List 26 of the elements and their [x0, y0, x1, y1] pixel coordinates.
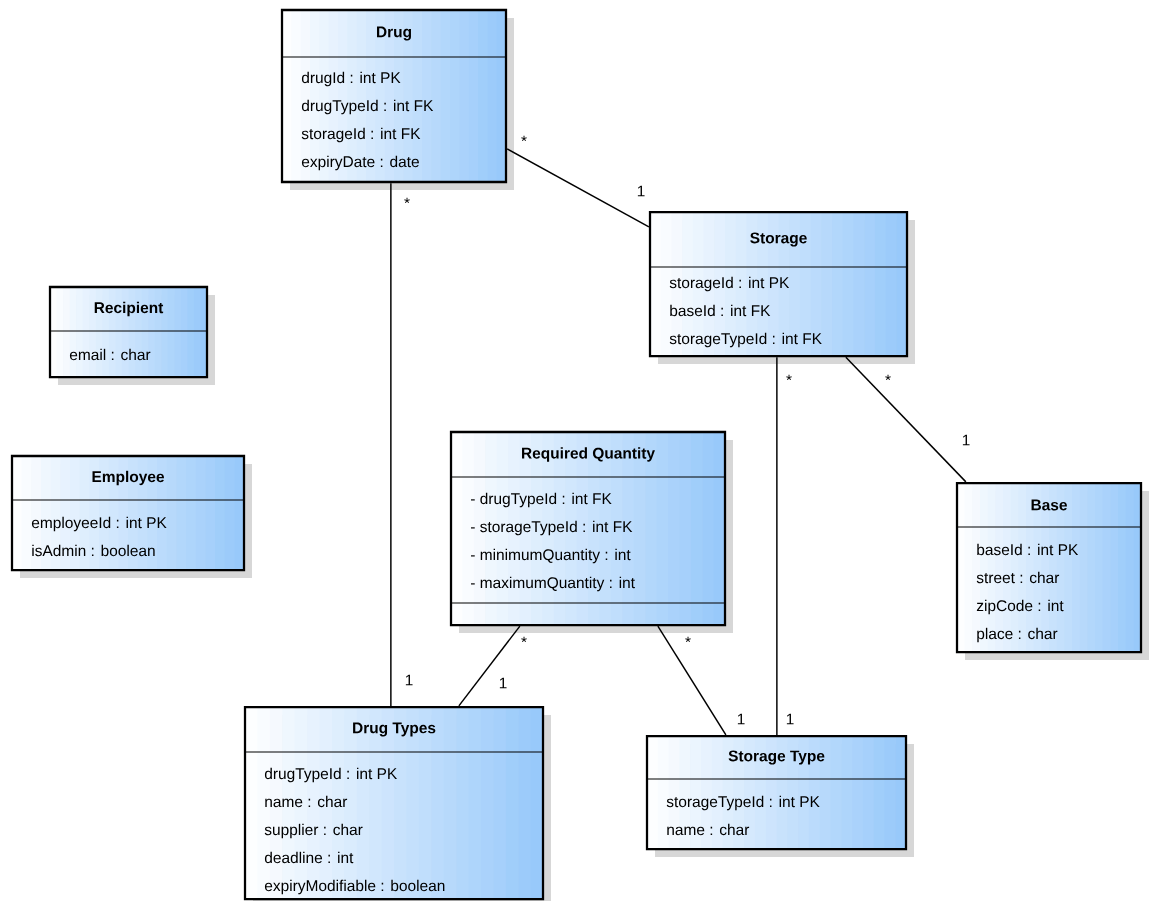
class-box: Required Quantity - drugTypeId : int FK - storageTypeId : int FK - minimumQuantity : int - maximumQuantity : int: [449, 430, 733, 633]
class-box: Recipient email : char: [48, 285, 215, 385]
class-box: Drug Types drugTypeId : int PK name : char supplier : char deadline : int expiryModifiable : boolean: [243, 705, 551, 901]
association-line: [390, 182, 392, 707]
class-box: Storage storageId : int PK baseId : int FK storageTypeId : int FK: [648, 210, 915, 364]
class-box: Base baseId : int PK street : char zipCode : int place : char: [955, 481, 1149, 660]
class-box: Employee employeeId : int PK isAdmin : boolean: [10, 454, 252, 578]
class-box: Drug drugId : int PK drugTypeId : int FK storageId : int FK expiryDate : date: [280, 8, 514, 190]
multiplicity-label: *: [786, 374, 792, 381]
multiplicity-label: 1: [786, 713, 794, 725]
multiplicity-label: 1: [405, 674, 413, 686]
multiplicity-label: 1: [737, 713, 745, 725]
multiplicity-label: 1: [962, 434, 970, 446]
multiplicity-label: 1: [499, 677, 507, 689]
multiplicity-label: *: [885, 374, 891, 381]
multiplicity-label: 1: [637, 185, 645, 197]
class-box: Storage Type storageTypeId : int PK name : char: [645, 734, 914, 857]
association-line: [776, 356, 778, 736]
multiplicity-label: *: [521, 636, 527, 643]
association-line: [506, 148, 650, 228]
association-line: [657, 625, 727, 736]
multiplicity-label: *: [521, 135, 527, 142]
multiplicity-label: *: [685, 636, 691, 643]
association-line: [845, 356, 967, 483]
multiplicity-label: *: [404, 197, 410, 204]
association-line: [458, 625, 521, 707]
